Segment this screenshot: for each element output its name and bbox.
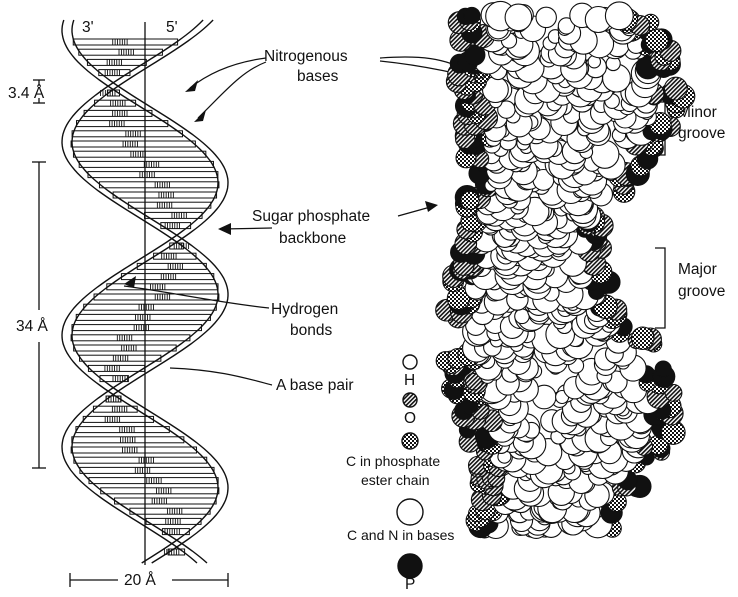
c-phosphate-atom [461, 191, 479, 209]
legend-h-circle [403, 355, 417, 369]
pitch-dimension-marker [32, 162, 46, 468]
base-pair-rung [84, 110, 152, 116]
label-nitrogenous-line2: bases [297, 68, 339, 85]
label-hydrogen-line1: Hydrogen [271, 301, 338, 318]
base-pair-rung [76, 314, 210, 320]
legend-c-n-text: C and N in bases [347, 527, 454, 543]
base-pair-rung [71, 335, 190, 341]
ribbon-helix-model [62, 20, 228, 565]
c-phosphate-atom [645, 29, 668, 52]
base-pair-rung [84, 304, 217, 310]
leader-base-pair [170, 368, 272, 385]
pitch-dimension-label: 34 Å [16, 318, 49, 335]
legend-o-text: O [404, 410, 416, 427]
cn-atom [505, 4, 532, 31]
base-pair-rung [72, 131, 182, 137]
base-pair-rung [113, 192, 216, 198]
legend-c-phosphate-text-2: ester chain [361, 472, 429, 488]
label-hydrogen-line2: bonds [290, 322, 332, 339]
legend-h-text: H [404, 372, 415, 389]
base-pair-rung [93, 406, 137, 412]
strand-label-3prime: 3' [82, 19, 94, 36]
base-pair-rung [74, 457, 207, 463]
legend-c-phosphate-text-1: C in phosphate [346, 453, 440, 469]
width-dimension-label: 20 Å [124, 572, 157, 589]
label-base-pair: A base pair [276, 377, 354, 394]
legend-c-phosphate-circle [402, 433, 418, 449]
label-nitrogenous-line1: Nitrogenous [264, 48, 348, 65]
rise-dimension-label: 3.4 Å [8, 85, 45, 102]
base-pair-rung [115, 498, 217, 504]
base-pair-rung [88, 172, 218, 178]
base-pair-rung [101, 488, 219, 494]
leader-nitrogenous-1 [190, 58, 266, 88]
label-minor-groove-line2: groove [678, 125, 725, 142]
base-pair-rung [79, 49, 163, 55]
base-pair-rung [73, 151, 205, 157]
c-phosphate-atom [632, 327, 654, 349]
label-major-groove-line1: Major [678, 261, 717, 278]
base-pair-rung [71, 447, 196, 453]
base-pair-rung [99, 182, 218, 188]
label-major-groove-line2: groove [678, 283, 725, 300]
legend-c-n-circle [397, 499, 423, 525]
base-pair-rung [71, 141, 195, 147]
space-filling-model [436, 1, 695, 538]
legend-o-circle [403, 393, 417, 407]
base-pair-rung [77, 121, 168, 127]
base-pair-rung [137, 263, 206, 269]
major-groove-bracket [655, 248, 665, 328]
legend-p-circle [398, 554, 422, 578]
base-pair-rung [94, 294, 219, 300]
base-pair-rung [73, 39, 177, 45]
base-pair-rung [146, 518, 201, 524]
label-sugar-line1: Sugar phosphate [252, 208, 370, 225]
base-pair-rung [74, 345, 177, 351]
atom-legend: H O C in phosphate ester chain C and N i… [346, 355, 454, 592]
base-pair-rung [144, 212, 202, 218]
cn-atom [605, 2, 633, 30]
legend-p-text: P [405, 576, 415, 592]
p-atom [655, 361, 671, 377]
label-sugar-line2: backbone [279, 230, 346, 247]
p-atom [464, 7, 480, 23]
strand-label-5prime: 5' [166, 19, 178, 36]
base-pair-rung [76, 427, 169, 433]
o-atom [664, 77, 687, 100]
leader-nitrogenous-2 [198, 62, 266, 118]
base-pair-rung [154, 253, 196, 259]
cn-atom [536, 7, 556, 27]
base-pair-rung [83, 416, 153, 422]
